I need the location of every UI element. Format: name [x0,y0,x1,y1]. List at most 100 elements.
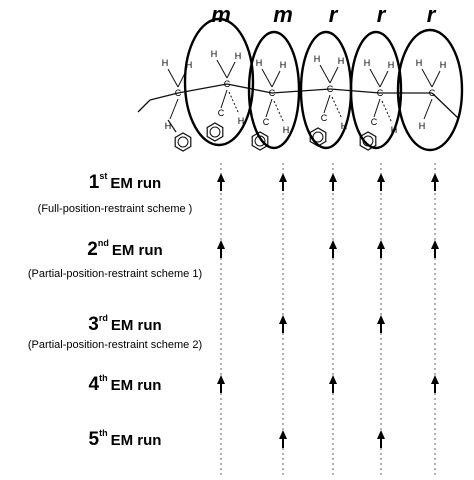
restraint-arrows [217,173,439,448]
restraint-scheme: (Partial-position-restraint scheme 1) [28,268,202,280]
restraint-arrow-head [377,240,385,249]
run-label: EM run [111,317,162,334]
tacticity-label: m [273,2,293,27]
aromatic-circle [177,136,189,148]
restraint-arrow-head [217,375,225,384]
carbon-label: C [224,79,231,89]
restraint-arrow-head [279,173,287,182]
run-suffix: st [99,171,107,181]
run-suffix: nd [98,238,109,248]
backbone-bond [329,88,381,94]
run-ordinal: 5 [89,429,100,450]
phenyl-bond [167,119,177,133]
c-ch-bond [323,94,331,114]
hydrogen-label: H [235,51,242,61]
run-label: EM run [112,242,163,259]
restraint-arrow-head [377,430,385,439]
hydrogen-label: H [238,116,245,126]
carbon-label: C [377,88,384,98]
hydrogen-label: H [338,56,345,66]
c-ch-bond [373,98,381,118]
carbon-label: C [218,108,225,118]
backbone-bond [149,92,179,101]
c-h-bond [369,68,381,88]
restraint-arrow-head [329,173,337,182]
c-h-bond [228,91,240,115]
tacticity-label: r [329,2,339,27]
run-label: EM run [110,175,161,192]
restraint-arrow-head [217,240,225,249]
run-suffix: rd [99,313,108,323]
carbon-label: C [327,84,334,94]
run-label: EM run [111,377,162,394]
c-h-bond [423,98,433,120]
c-h-bond [273,100,285,124]
hydrogen-label: H [256,58,263,68]
hydrogen-label: H [440,60,447,70]
carbon-label: C [263,117,270,127]
carbon-label: C [371,117,378,127]
restraint-arrow-head [217,173,225,182]
tacticity-label: m [211,2,231,27]
c-h-bond [329,66,339,84]
hydrogen-label: H [314,54,321,64]
backbone-bond [431,92,459,119]
c-h-bond [331,96,343,120]
hydrogen-label: H [388,60,395,70]
hydrogen-label: H [416,58,423,68]
dashed-guides [220,163,436,478]
run-suffix: th [99,373,108,383]
restraint-arrow-head [279,315,287,324]
restraint-arrow-head [279,430,287,439]
hydrogen-label: H [280,60,287,70]
carbon-label: C [429,88,436,98]
hydrogen-label: H [186,60,193,70]
c-h-bond [431,70,441,88]
c-h-bond [381,100,393,124]
restraint-scheme: (Partial-position-restraint scheme 2) [28,339,202,351]
c-ch-bond [220,89,228,109]
tacticity-label: r [427,2,437,27]
c-h-bond [379,70,389,88]
run-ordinal: 3 [88,314,99,335]
restraint-scheme: (Full-position-restraint scheme ) [38,203,193,215]
phenyl-ring [206,122,224,142]
diad-ellipses [183,17,464,152]
restraint-arrow-head [377,173,385,182]
aromatic-circle [312,131,324,143]
hydrogen-label: H [341,121,348,131]
c-h-bond [169,98,179,120]
carbon-label: C [175,88,182,98]
carbon-label: C [269,88,276,98]
restraint-arrow-head [329,375,337,384]
restraint-arrow-head [377,315,385,324]
phenyl-ring [251,131,269,151]
run-ordinal: 4 [89,374,100,395]
diad-ellipse [247,30,301,150]
hydrogen-label: H [165,121,172,131]
c-h-bond [167,68,179,88]
hydrogen-label: H [162,58,169,68]
c-ch-bond [265,98,273,118]
diad-ellipse [396,28,464,152]
diad-ellipse [349,30,403,150]
c-h-bond [261,68,273,88]
hydrogen-label: H [211,49,218,59]
run-ordinal: 2 [87,239,98,260]
c-h-bond [271,70,281,88]
restraint-arrow-head [431,375,439,384]
c-h-bond [421,68,433,88]
restraint-arrow-head [329,240,337,249]
restraint-arrow-head [431,173,439,182]
c-h-bond [226,61,236,79]
carbon-label: C [321,113,328,123]
